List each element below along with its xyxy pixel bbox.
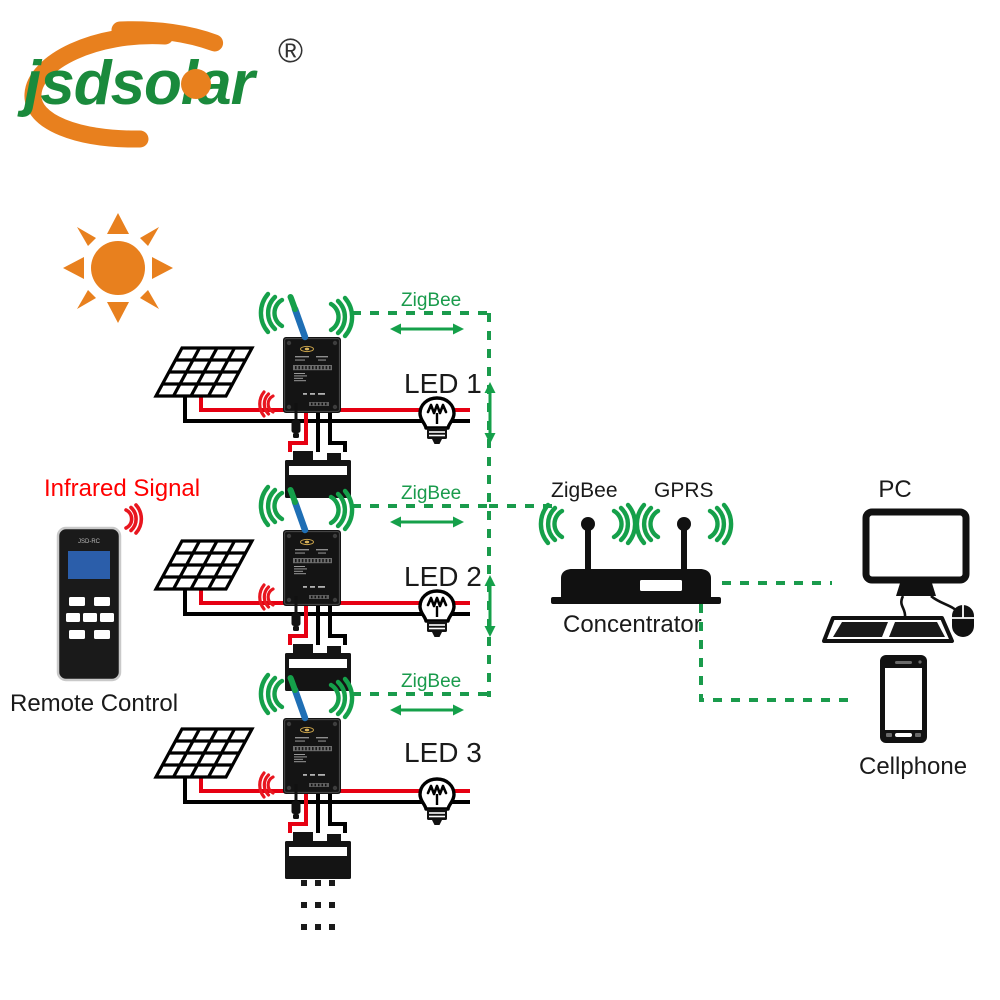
solar-panel-icon xyxy=(154,346,254,398)
concentrator[interactable]: ZigBee GPRS Concentrator xyxy=(489,479,731,638)
double-arrow-icon xyxy=(388,322,466,336)
pc-label: PC xyxy=(878,476,911,503)
radio-label-gprs: GPRS xyxy=(654,479,714,502)
wireless-signal-icon-right xyxy=(331,679,352,717)
infrared-signal-label: Infrared Signal xyxy=(44,475,200,502)
led-control-arrow-2 xyxy=(483,573,497,639)
remote-button xyxy=(94,597,110,606)
cellphone-camera-icon xyxy=(918,660,922,664)
battery-icon xyxy=(285,451,351,498)
pc-monitor[interactable] xyxy=(862,508,970,584)
infrared-signal-icon xyxy=(258,771,275,799)
wireless-signal-icon-right xyxy=(331,298,352,336)
remote-body[interactable] xyxy=(56,526,122,682)
solar-unit-1: ZigBee xyxy=(154,290,497,498)
zigbee-link-2: ZigBee xyxy=(352,483,489,529)
remote-button xyxy=(100,613,114,622)
remote-button xyxy=(69,630,85,639)
zigbee-label-2: ZigBee xyxy=(401,483,461,504)
solar-panel-icon xyxy=(154,539,254,591)
solar-controller-icon xyxy=(282,336,342,414)
solar-unit-3: ZigBee xyxy=(154,671,489,879)
wireless-signal-icon-right xyxy=(710,505,731,543)
pc-mouse[interactable] xyxy=(952,605,974,637)
brand-logo: jsdsolar ® xyxy=(17,21,303,149)
infrared-signal-icon xyxy=(258,583,275,611)
link-to-cellphone xyxy=(699,604,852,702)
logo-wordmark: jsdsolar xyxy=(17,49,258,118)
cellphone[interactable]: Cellphone xyxy=(859,655,967,780)
concentrator-label: Concentrator xyxy=(563,611,702,638)
concentrator-body[interactable] xyxy=(561,569,711,597)
logo-swoosh-icon xyxy=(24,21,268,149)
wireless-signal-icon-left xyxy=(261,675,282,713)
infrared-signal-icon xyxy=(258,390,275,418)
double-arrow-icon xyxy=(388,703,466,717)
led-bulb-icon xyxy=(418,589,456,639)
wireless-signal-icon-left xyxy=(261,487,282,525)
remote-lcd-screen xyxy=(68,551,110,579)
remote-button xyxy=(83,613,97,622)
led-label-2: LED 2 xyxy=(404,561,482,592)
cellphone-label: Cellphone xyxy=(859,753,967,780)
wireless-signal-icon-left xyxy=(541,505,562,543)
remote-button xyxy=(66,613,80,622)
solar-controller-icon xyxy=(282,717,342,795)
remote-button xyxy=(94,630,110,639)
logo-o-dot-icon xyxy=(181,69,211,99)
remote-buttons[interactable] xyxy=(66,597,114,639)
zigbee-label-3: ZigBee xyxy=(401,671,461,692)
radio-label-zigbee: ZigBee xyxy=(551,479,618,502)
infrared-signal-icon xyxy=(124,503,144,535)
led-bulb-icon xyxy=(418,777,456,827)
led-control-arrow-1 xyxy=(483,380,497,446)
double-arrow-icon xyxy=(388,515,466,529)
battery-icon xyxy=(285,832,351,879)
solar-unit-2: ZigBee xyxy=(154,483,497,691)
concentrator-indicator xyxy=(640,580,682,591)
led-label-3: LED 3 xyxy=(404,737,482,768)
remote-control-label: Remote Control xyxy=(10,690,178,717)
solar-controller-icon xyxy=(282,529,342,607)
wireless-signal-icon-left xyxy=(637,505,658,543)
logo-registered-mark: ® xyxy=(278,32,303,70)
led-label-1: LED 1 xyxy=(404,368,482,399)
wireless-signal-icon-right xyxy=(614,505,635,543)
vertical-ellipsis-icon xyxy=(301,880,335,930)
wireless-signal-icon-right xyxy=(331,491,352,529)
sun-icon xyxy=(63,213,173,323)
zigbee-label-1: ZigBee xyxy=(401,290,461,311)
remote-button xyxy=(69,597,85,606)
led-bulb-icon xyxy=(418,396,456,446)
cellphone-home-button[interactable] xyxy=(895,733,912,737)
solar-panel-icon xyxy=(154,727,254,779)
zigbee-link-3: ZigBee xyxy=(352,671,489,717)
cellphone-screen xyxy=(885,668,922,730)
wireless-signal-icon-left xyxy=(261,294,282,332)
antenna-icon xyxy=(288,294,306,337)
remote-model-label: JSD-RC xyxy=(78,539,101,545)
cellphone-speaker xyxy=(895,661,912,664)
remote-control[interactable]: Infrared Signal JSD-RC Remote Control xyxy=(10,475,200,717)
zigbee-link-1: ZigBee xyxy=(352,290,489,336)
backhaul-links xyxy=(699,581,852,702)
pc[interactable]: PC xyxy=(822,476,974,643)
